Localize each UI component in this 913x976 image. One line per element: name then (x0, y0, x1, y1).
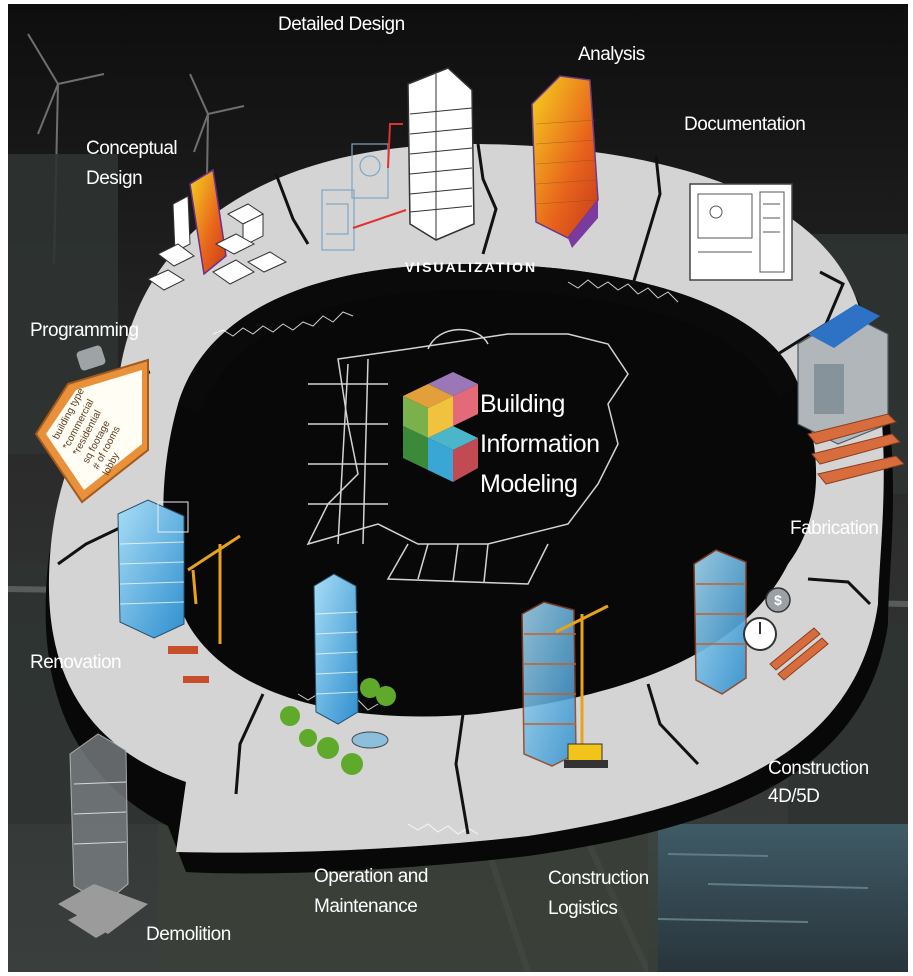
stage-label-documentation: Documentation (684, 114, 805, 135)
documentation-sheet-graphic (689, 183, 793, 281)
lifecycle-ring (45, 143, 893, 874)
stage-label-conceptual-design-line-1: Conceptual (86, 138, 177, 159)
bim-cube-logo (403, 372, 478, 482)
svg-text:$: $ (774, 592, 782, 608)
stage-label-construction-4d5d-line-2: 4D/5D (768, 786, 819, 807)
bim-title-line-3: Modeling (480, 470, 577, 498)
diagram-canvas: VISUALIZATION Building Information Model… (8, 4, 908, 972)
stage-label-fabrication: Fabrication (790, 518, 879, 539)
bim-center-wireframe (306, 328, 629, 585)
logistics-crane-graphic (555, 604, 609, 744)
bim-title-line-1: Building (480, 390, 565, 418)
stopwatch-icon (743, 617, 777, 651)
stage-label-detailed-design: Detailed Design (278, 14, 405, 35)
stage-label-analysis: Analysis (578, 44, 645, 65)
stage-label-renovation: Renovation (30, 652, 121, 673)
analysis-tower-graphic (531, 75, 599, 248)
stage-label-conceptual-design-line-2: Design (86, 168, 142, 189)
programming-clipboard-graphic (34, 345, 149, 504)
stage-label-construction-4d5d-line-1: Construction (768, 758, 869, 779)
renovation-bricks-graphic (168, 646, 209, 683)
programming-checklist: building type *commercial *residential s… (51, 386, 123, 477)
stage-label-operation-line-2: Maintenance (314, 896, 417, 917)
stage-label-logistics-line-1: Construction (548, 868, 649, 889)
bim-lifecycle-diagram: VISUALIZATION Building Information Model… (8, 4, 908, 972)
trees-graphic (280, 678, 396, 775)
operation-tower-graphic (313, 573, 359, 725)
demolition-graphic (58, 733, 148, 938)
dollar-coin-icon: $ (765, 587, 791, 613)
conceptual-design-massing-graphic (146, 168, 288, 291)
excavator-graphic (564, 743, 608, 768)
detailed-design-tower-graphic (321, 67, 475, 251)
renovation-tower-graphic (117, 499, 189, 639)
stage-label-demolition: Demolition (146, 924, 231, 945)
stage-label-logistics-line-2: Logistics (548, 898, 617, 919)
construction-4d5d-tower-graphic (693, 549, 747, 695)
lumber-graphic (769, 627, 829, 681)
bim-title-line-2: Information (480, 430, 600, 458)
band-label-visualization: VISUALIZATION (405, 259, 537, 275)
fabrication-machine-graphic (797, 304, 905, 485)
segment-dividers (57, 143, 872, 835)
stage-label-operation-line-1: Operation and (314, 866, 428, 887)
fountain-graphic (351, 731, 389, 749)
stage-label-programming: Programming (30, 320, 139, 341)
renovation-crane-graphic (187, 534, 241, 644)
